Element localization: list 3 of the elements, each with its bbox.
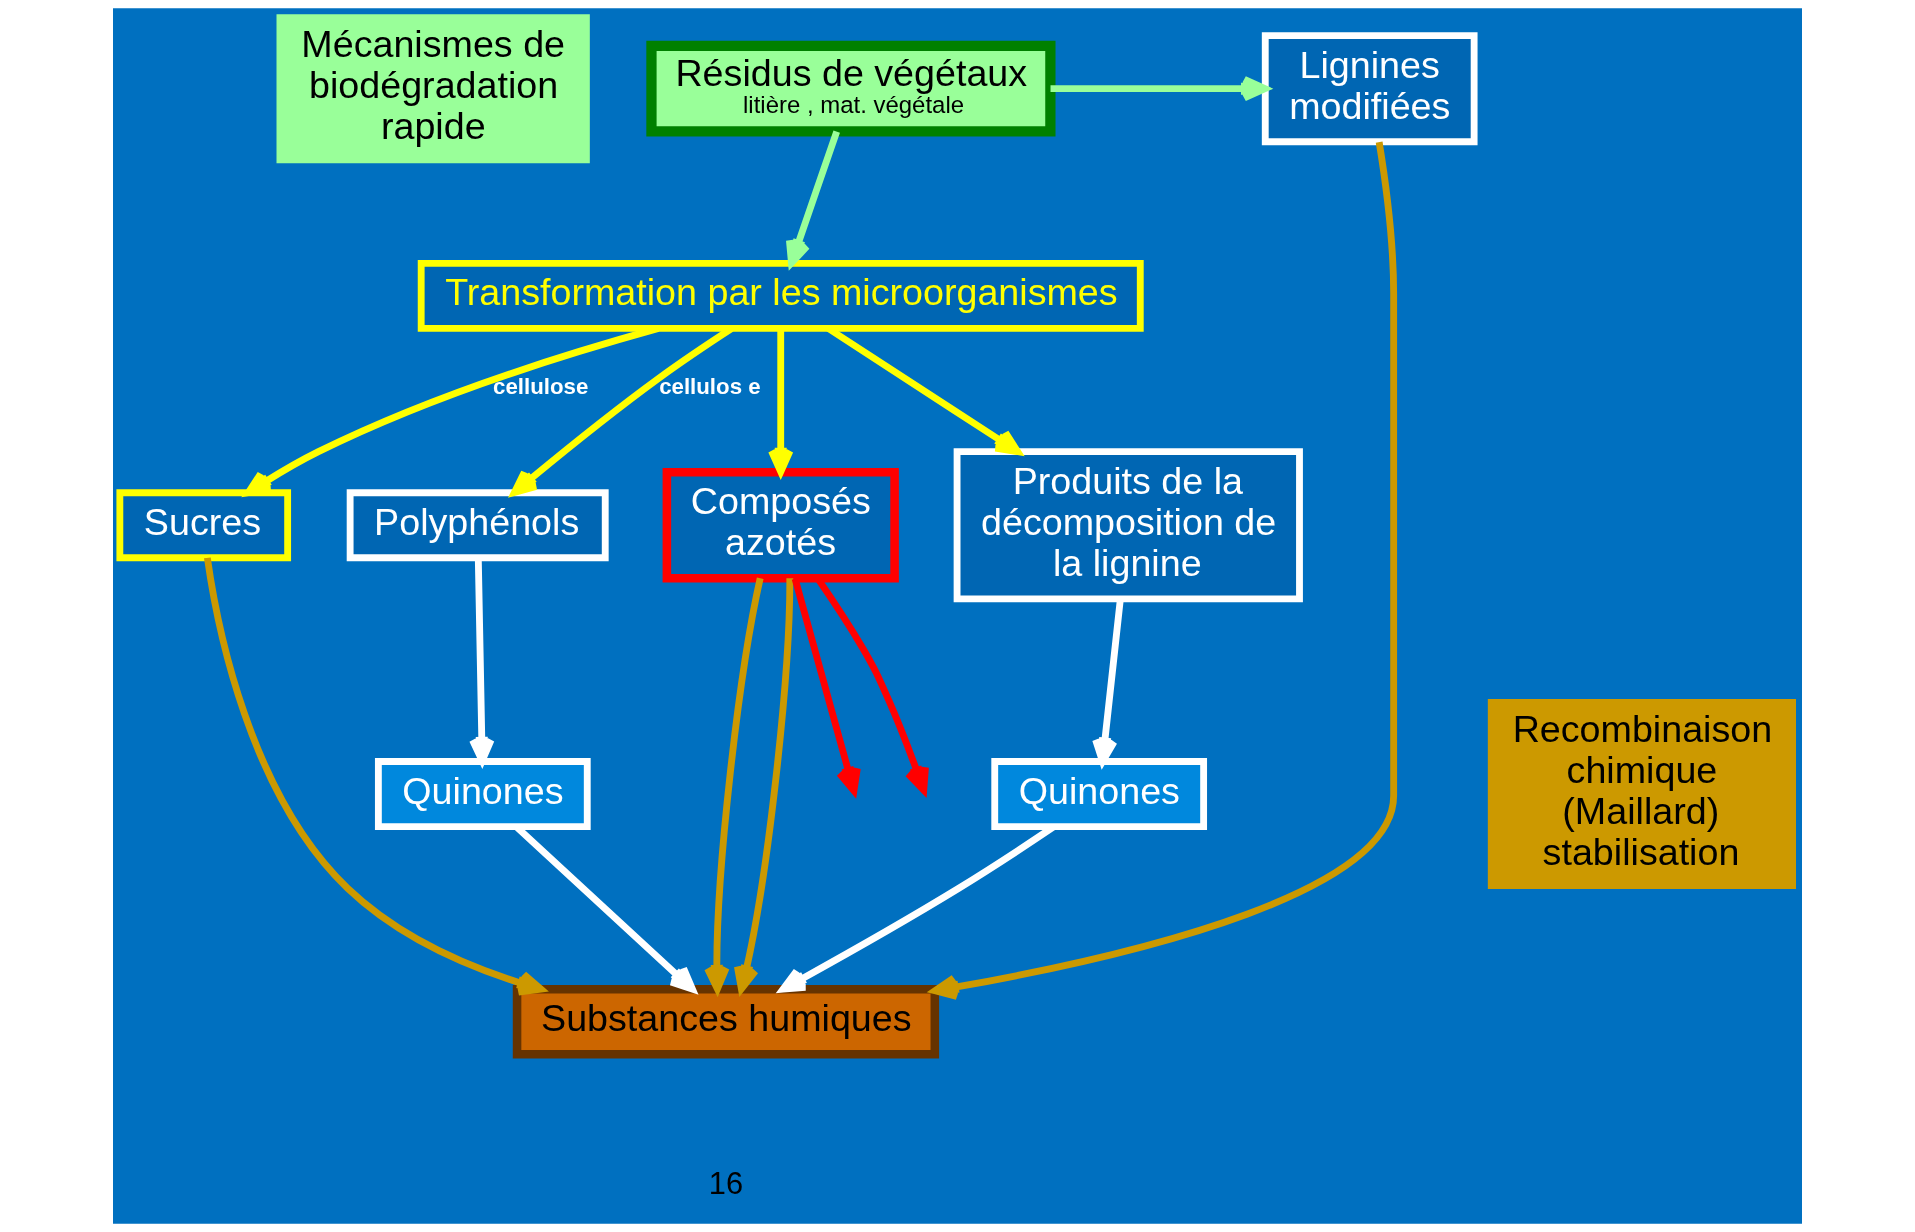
label: 16 [708, 1165, 744, 1201]
edge-label: cellulos e [659, 374, 761, 400]
edge-label: cellulose [493, 374, 589, 400]
